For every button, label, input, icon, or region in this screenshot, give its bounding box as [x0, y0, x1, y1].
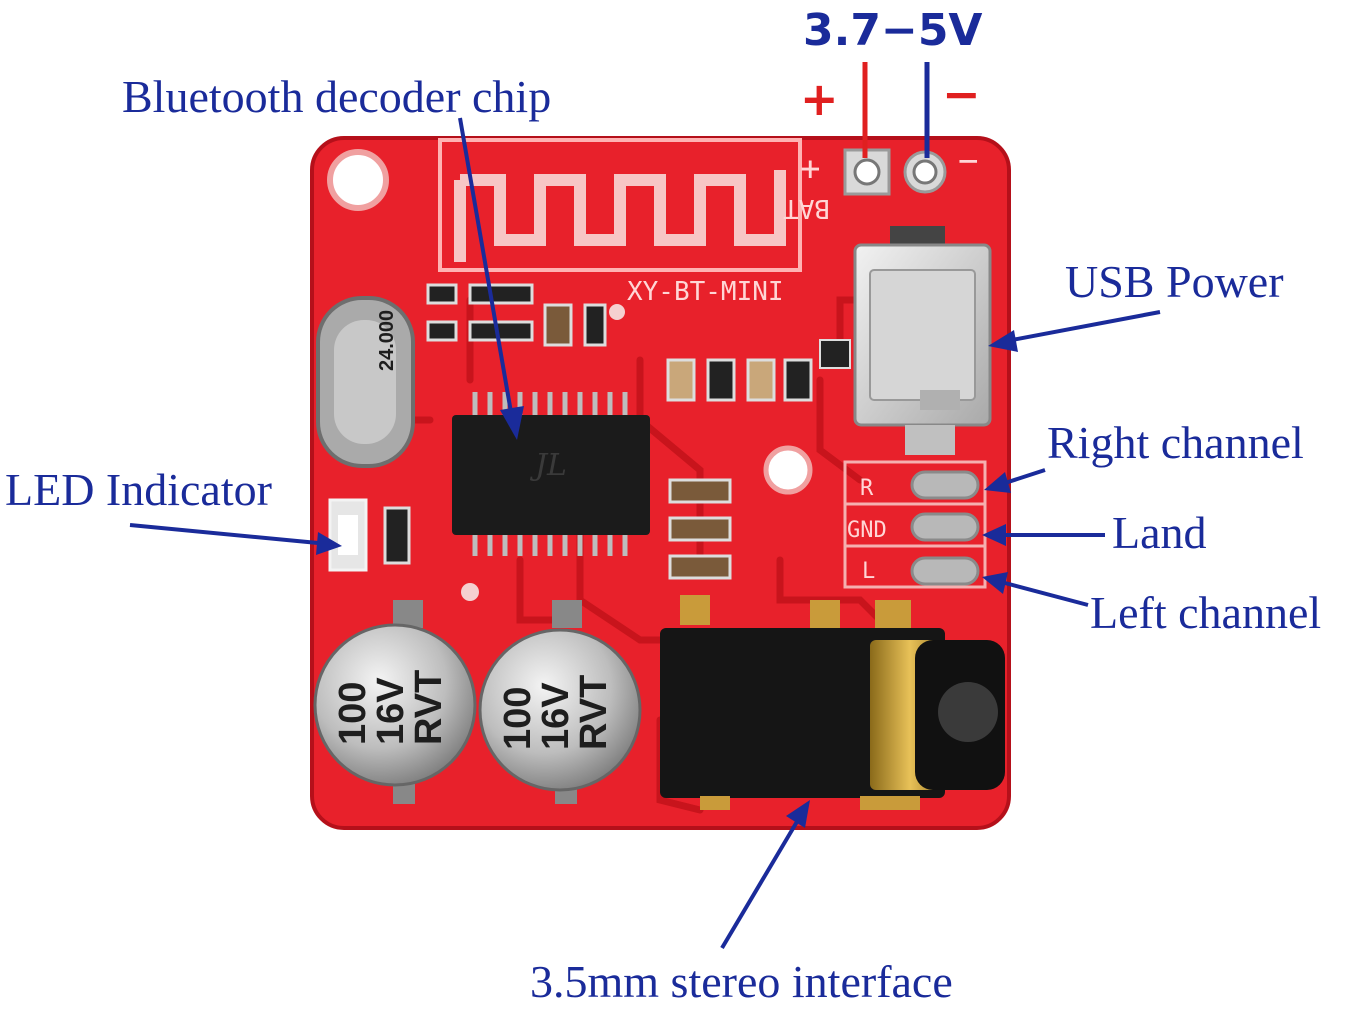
arrow-led-indicator: [129, 523, 342, 555]
usb-port: [853, 226, 992, 455]
pad-gnd-label: GND: [847, 518, 887, 543]
svg-text:100: 100: [497, 687, 539, 750]
pad-l-label: L: [862, 559, 875, 584]
capacitor-1: 100 16V RVT: [313, 600, 477, 804]
label-usb-power: USB Power: [1065, 256, 1284, 307]
label-left-channel: Left channel: [1090, 587, 1321, 638]
arrow-right-channel: [984, 468, 1046, 493]
pad-r-label: R: [860, 476, 874, 501]
capacitor-2: 100 16V RVT: [478, 600, 642, 804]
label-led-indicator: LED Indicator: [5, 464, 272, 515]
label-land: Land: [1112, 507, 1207, 558]
smd-components: [426, 283, 851, 580]
board-minus-label: −: [958, 141, 978, 181]
arrow-usb-power: [988, 310, 1161, 352]
arrow-left-channel: [982, 572, 1089, 607]
svg-text:RVT: RVT: [573, 675, 615, 750]
bat-label: BAT: [783, 193, 830, 223]
led: [328, 498, 411, 572]
audio-jack: [660, 595, 1005, 810]
minus-sign: −: [942, 67, 981, 121]
svg-text:JL: JL: [529, 448, 567, 483]
board-model-label: XY-BT-MINI: [627, 277, 784, 307]
label-stereo-interface: 3.5mm stereo interface: [530, 956, 953, 1007]
mounting-hole-center: [763, 445, 813, 495]
pcb-board: XY-BT-MINI BAT + − 24.000: [310, 136, 1011, 830]
label-right-channel: Right channel: [1047, 417, 1304, 468]
bluetooth-chip-body: JL: [452, 392, 650, 556]
svg-text:100: 100: [332, 682, 374, 745]
arrow-bluetooth-chip: [458, 117, 524, 440]
svg-text:16V: 16V: [370, 677, 412, 745]
antenna: [438, 138, 802, 272]
arrow-stereo-interface: [720, 800, 810, 950]
label-bluetooth-chip: Bluetooth decoder chip: [122, 71, 551, 122]
arrow-land: [982, 524, 1105, 546]
svg-text:16V: 16V: [535, 682, 577, 750]
mounting-hole: [327, 149, 389, 211]
board-plus-label: +: [800, 149, 820, 189]
via: [461, 583, 479, 601]
svg-text:24.000: 24.000: [376, 310, 398, 371]
audio-pads: R GND L: [843, 460, 987, 589]
crystal-oscillator: 24.000: [316, 296, 415, 468]
via: [609, 304, 625, 320]
svg-text:RVT: RVT: [408, 670, 450, 745]
voltage-label: 3.7−5V: [803, 5, 982, 56]
plus-sign: +: [800, 72, 839, 126]
